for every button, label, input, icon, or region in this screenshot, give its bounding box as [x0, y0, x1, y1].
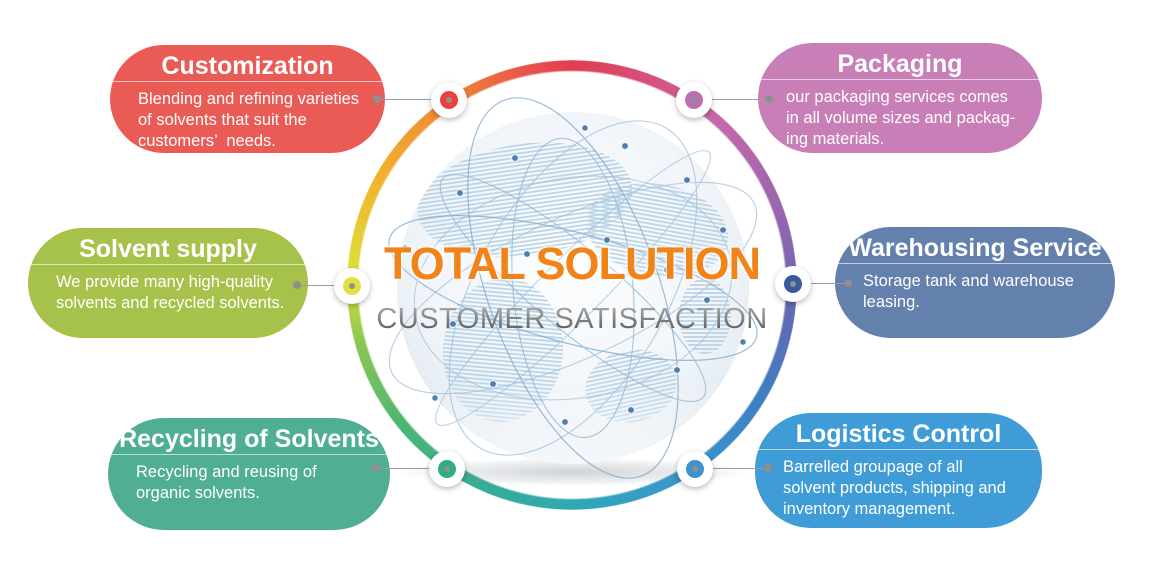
- ring-node-solvent-supply: [334, 268, 370, 304]
- card-title: Customization: [161, 52, 334, 80]
- card-body: Recycling and reusing of organic solvent…: [136, 463, 317, 502]
- ring-node-dot: [784, 275, 802, 293]
- connector-dot-packaging: [765, 95, 773, 103]
- ring-node-recycling-of-solvents: [429, 451, 465, 487]
- card-divider: [835, 263, 1115, 264]
- ring-node-dot: [685, 91, 703, 109]
- card-body: Storage tank and warehouse leasing.: [863, 272, 1074, 311]
- ring-node-dot: [686, 460, 704, 478]
- connector-dot-solvent-supply: [293, 281, 301, 289]
- card-divider: [28, 264, 308, 265]
- card-recycling-of-solvents: Recycling of Solvents Recycling and reus…: [108, 418, 390, 530]
- main-title: TOTAL SOLUTION: [384, 238, 761, 289]
- card-logistics-control: Logistics Control Barrelled groupage of …: [755, 413, 1042, 528]
- globe-illustration: [388, 97, 758, 486]
- ring-node-center-dot: [692, 466, 698, 472]
- connector-line-customization: [377, 99, 449, 100]
- connector-dot-recycling-of-solvents: [371, 464, 379, 472]
- connector-line-packaging: [694, 99, 769, 100]
- card-title: Solvent supply: [79, 235, 257, 263]
- ring-node-center-dot: [790, 281, 796, 287]
- connector-line-solvent-supply: [297, 285, 352, 286]
- center-headline: TOTAL SOLUTION CUSTOMER SATISFACTION: [352, 238, 792, 336]
- card-body: our packaging services comes in all volu…: [786, 88, 1016, 148]
- card-divider: [755, 449, 1042, 450]
- ring-node-dot: [440, 91, 458, 109]
- card-title: Logistics Control: [795, 420, 1002, 448]
- card-title: Packaging: [837, 50, 963, 78]
- card-divider: [110, 81, 385, 82]
- connector-line-logistics-control: [695, 468, 768, 469]
- card-body: Blending and refining varieties of solve…: [138, 90, 360, 150]
- card-warehousing-service: Warehousing Service Storage tank and war…: [835, 227, 1115, 338]
- connector-dot-logistics-control: [764, 464, 772, 472]
- ring-node-packaging: [676, 82, 712, 118]
- card-body: We provide many high-quality solvents an…: [56, 273, 285, 312]
- connector-dot-customization: [373, 95, 381, 103]
- connector-dot-warehousing-service: [844, 279, 852, 287]
- ring-node-customization: [431, 82, 467, 118]
- card-title: Recycling of Solvents: [119, 425, 379, 453]
- ring-node-center-dot: [446, 97, 452, 103]
- ring-node-dot: [438, 460, 456, 478]
- card-divider: [758, 79, 1042, 80]
- card-divider: [108, 454, 390, 455]
- connector-line-warehousing-service: [793, 283, 848, 284]
- card-customization: Customization Blending and refining vari…: [110, 45, 385, 153]
- ring-node-center-dot: [444, 466, 450, 472]
- card-title: Warehousing Service: [848, 234, 1102, 262]
- card-body: Barrelled groupage of all solvent produc…: [783, 458, 1006, 518]
- ring-node-dot: [343, 277, 361, 295]
- ring-node-logistics-control: [677, 451, 713, 487]
- connector-line-recycling-of-solvents: [375, 468, 447, 469]
- subtitle: CUSTOMER SATISFACTION: [352, 303, 792, 336]
- ring-node-center-dot: [691, 97, 697, 103]
- ring-node-center-dot: [349, 283, 355, 289]
- card-packaging: Packaging our packaging services comes i…: [758, 43, 1042, 153]
- card-solvent-supply: Solvent supply We provide many high-qual…: [28, 228, 308, 338]
- ring-node-warehousing-service: [775, 266, 811, 302]
